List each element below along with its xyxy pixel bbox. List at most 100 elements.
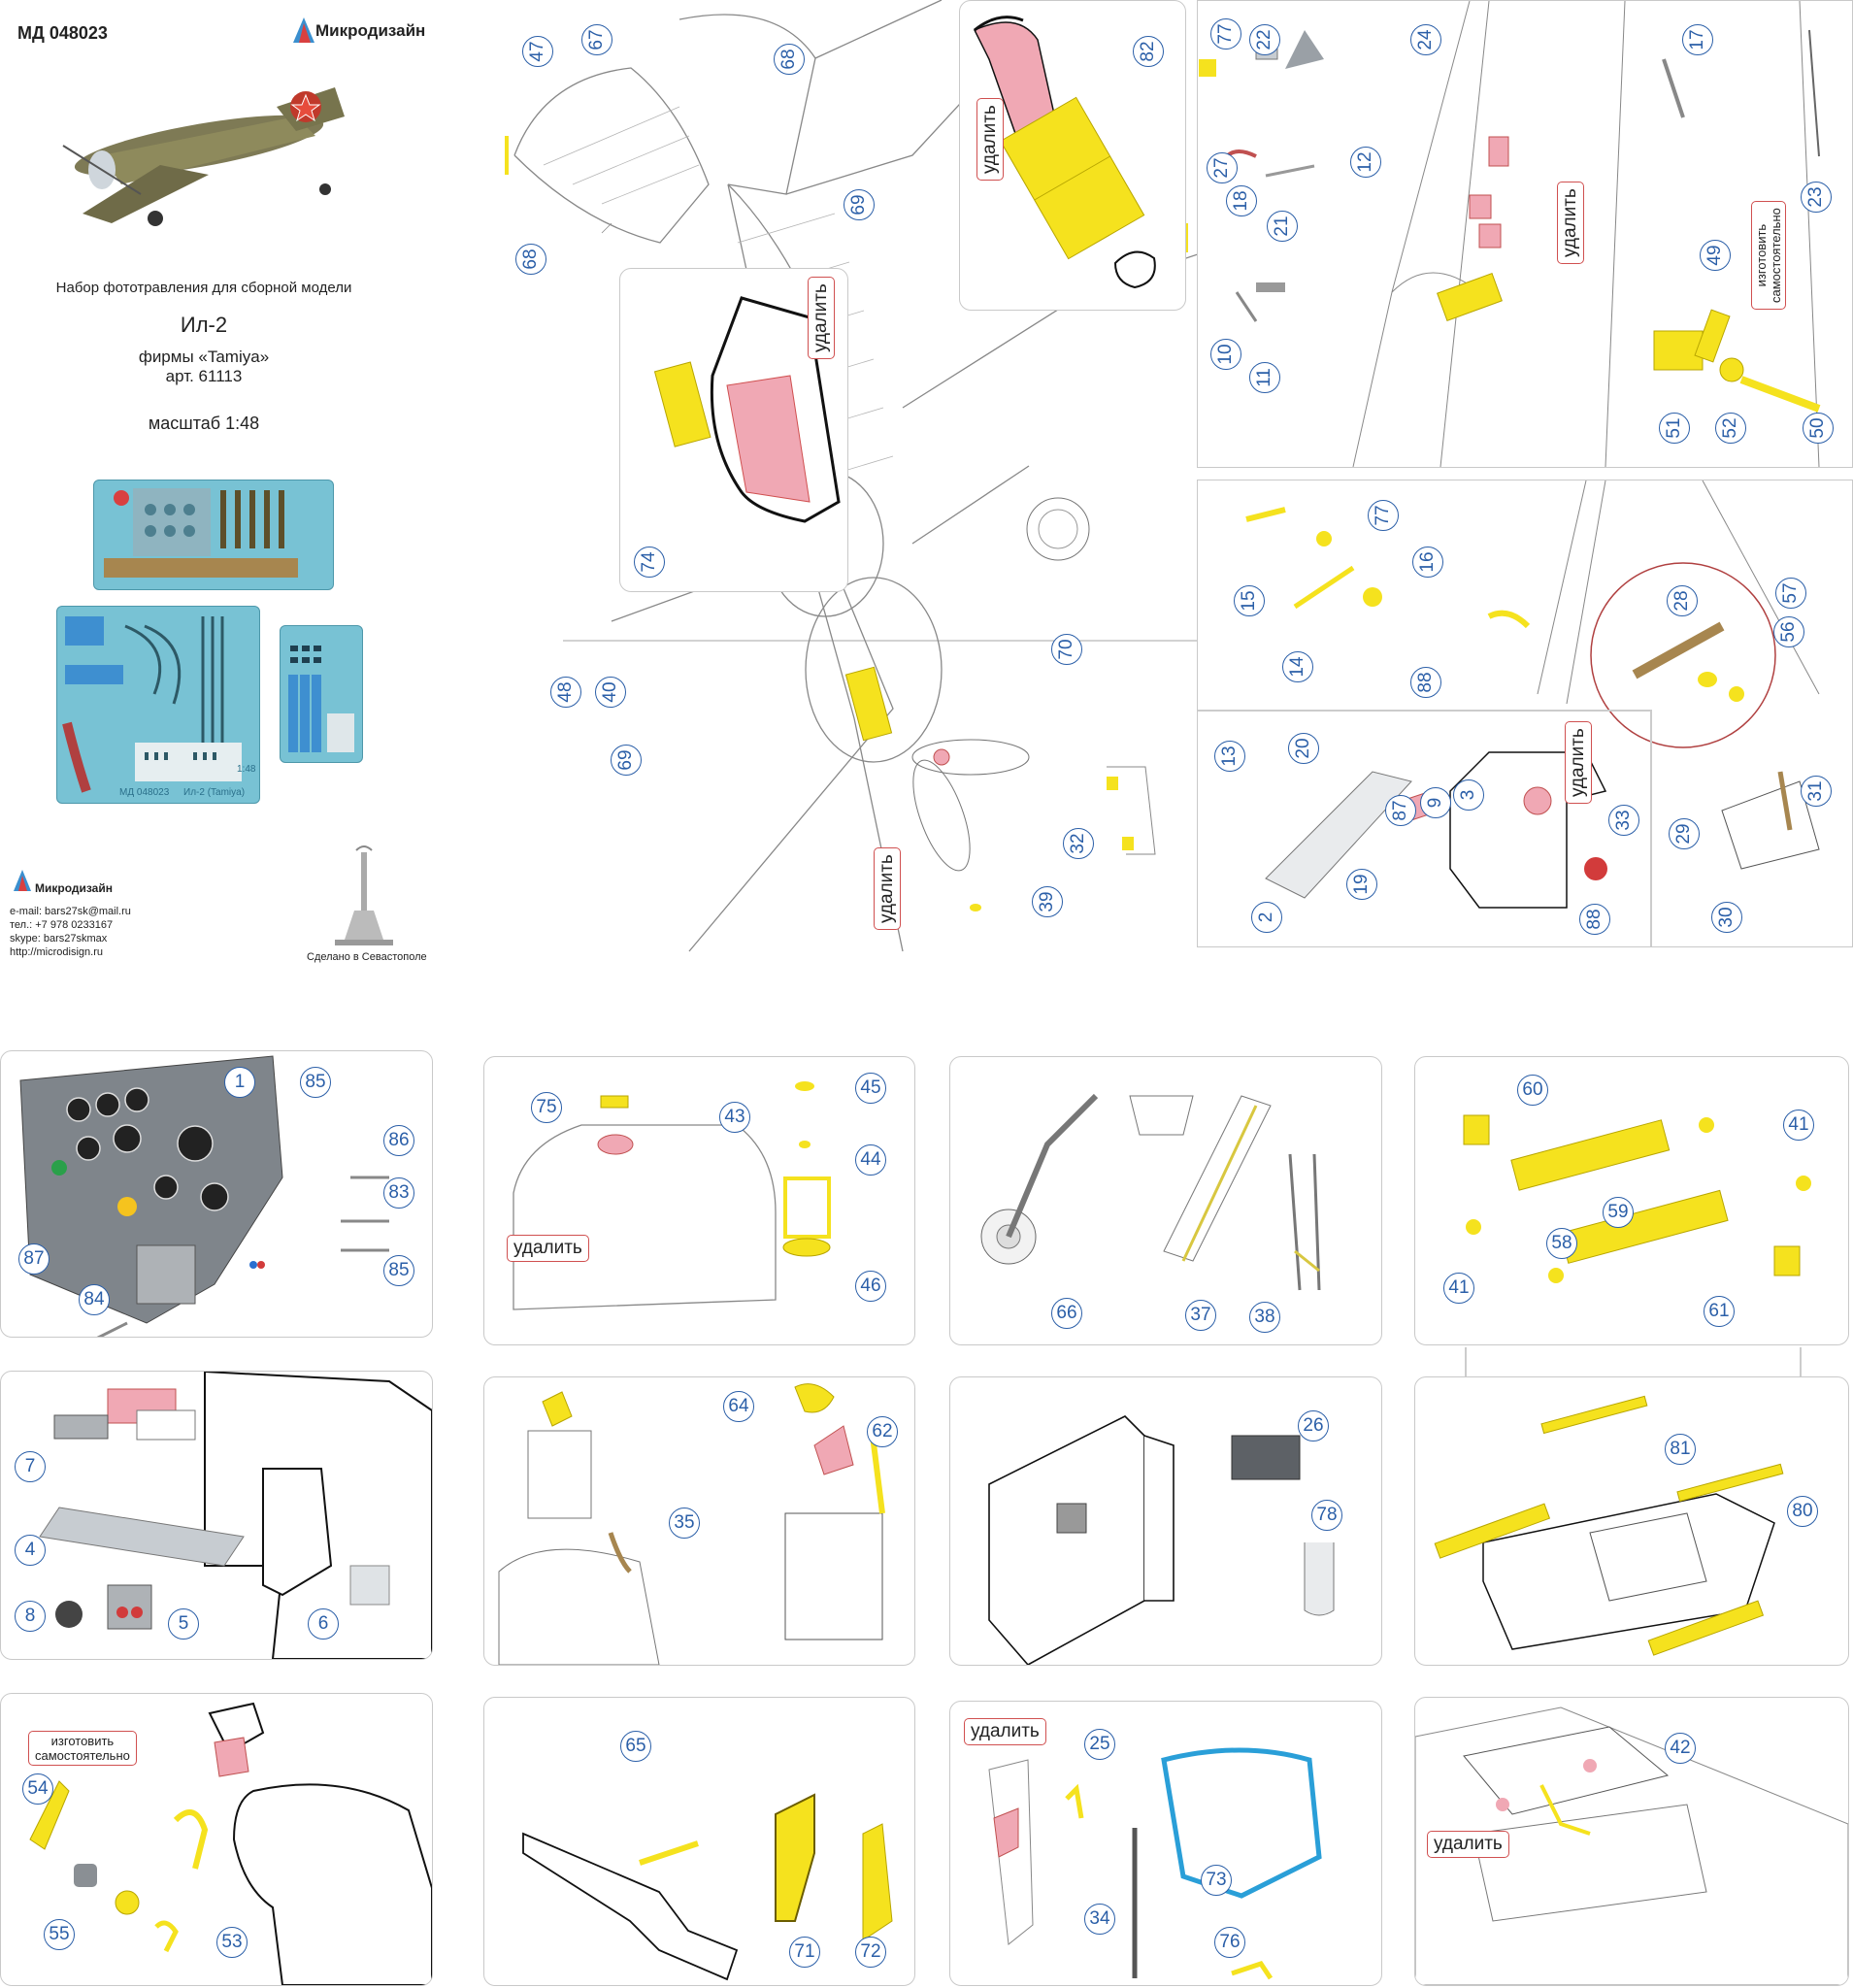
contact-skype: skype: bars27skmax [10, 933, 108, 944]
callout-cl-3: 5 [168, 1608, 199, 1640]
callout-canopy-1: 34 [1084, 1904, 1115, 1935]
contact-email[interactable]: e-mail: bars27sk@mail.ru [10, 906, 131, 917]
remove-note-fuselage: удалить [1427, 1831, 1509, 1858]
callout-canopy-3: 76 [1214, 1927, 1245, 1958]
callout-main-5: 69 [844, 189, 875, 220]
callout-cl-2: 8 [15, 1601, 46, 1632]
callout-gear-2: 38 [1249, 1302, 1280, 1333]
brand-name: Микродизайн [315, 21, 426, 40]
callout-main-8: 40 [595, 677, 626, 708]
callout-cl-0: 7 [15, 1451, 46, 1482]
callout-lr-0: 13 [1214, 741, 1245, 772]
callout-stick-0: 54 [22, 1773, 53, 1805]
callout-tr-4: 27 [1207, 152, 1238, 183]
callout-dash-2: 86 [383, 1125, 414, 1156]
callout-cl-4: 6 [308, 1608, 339, 1640]
callout-main-11: 32 [1063, 828, 1094, 859]
panel-floor-assembly [1414, 1376, 1849, 1666]
callout-main-3: 68 [515, 244, 546, 275]
contact-site[interactable]: http://microdisign.ru [10, 946, 103, 958]
callout-lr-8: 88 [1579, 904, 1610, 935]
aircraft-illustration [44, 78, 364, 233]
panel-canopy [949, 1701, 1382, 1986]
callout-main-10: 69 [611, 745, 642, 776]
callout-main-6: 74 [634, 547, 665, 578]
callout-mr-6: 57 [1775, 578, 1806, 609]
callout-lr-3: 9 [1420, 787, 1451, 818]
callout-tr-8: 23 [1801, 182, 1832, 213]
callout-mr-5: 28 [1667, 585, 1698, 616]
callout-main-2: 68 [774, 44, 805, 75]
remove-note-controls: удалить [1557, 182, 1584, 264]
callout-wall-0: 26 [1298, 1410, 1329, 1441]
callout-dash-1: 85 [300, 1067, 331, 1098]
callout-panels-0: 60 [1517, 1075, 1548, 1106]
made-in-label: Сделано в Севастополе [307, 951, 427, 963]
callout-floor-1: 80 [1787, 1496, 1818, 1527]
callout-cl-1: 4 [15, 1535, 46, 1566]
callout-tr-10: 11 [1249, 362, 1280, 393]
panel-machine-gun [483, 1697, 915, 1986]
callout-seat-1: 62 [867, 1416, 898, 1447]
callout-floor-0: 81 [1665, 1434, 1696, 1465]
callout-mr-4: 88 [1410, 667, 1441, 698]
callout-dash-4: 87 [18, 1243, 50, 1275]
callout-main-1: 67 [581, 24, 612, 55]
callout-panels-2: 59 [1603, 1197, 1634, 1228]
callout-lr-5: 33 [1608, 805, 1639, 836]
remove-note-spinner: удалить [874, 847, 901, 930]
callout-lr-7: 19 [1346, 869, 1377, 900]
callout-fuselage-0: 42 [1665, 1733, 1696, 1764]
panel-controls-middle [1197, 480, 1853, 947]
scale-label: масштаб 1:48 [148, 414, 260, 433]
callout-tr-9: 10 [1210, 339, 1241, 370]
callout-tr-3: 17 [1682, 24, 1713, 55]
callout-mr-3: 14 [1282, 651, 1313, 682]
callout-dash-5: 85 [383, 1255, 414, 1286]
callout-stick-1: 55 [44, 1919, 75, 1950]
callout-wall-1: 78 [1311, 1500, 1342, 1531]
callout-tr-14: 50 [1803, 413, 1834, 444]
callout-tr-1: 22 [1249, 24, 1280, 55]
callout-tank-2: 45 [855, 1073, 886, 1104]
callout-gun-2: 72 [855, 1937, 886, 1968]
callout-gear-1: 37 [1185, 1300, 1216, 1331]
contact-phone: тел.: +7 978 0233167 [10, 919, 114, 931]
callout-panels-5: 61 [1704, 1296, 1735, 1327]
callout-seat-0: 64 [723, 1391, 754, 1422]
fret-sheet-3 [280, 625, 363, 763]
article-number: арт. 61113 [165, 367, 243, 385]
brand-logo-small-icon [14, 870, 31, 891]
model-name: Ил-2 [180, 313, 228, 337]
product-code: МД 048023 [17, 23, 108, 43]
callout-tr-6: 21 [1267, 211, 1298, 242]
callout-tank-3: 44 [855, 1144, 886, 1176]
callout-mr-2: 16 [1412, 547, 1443, 578]
callout-tank-1: 43 [719, 1102, 750, 1133]
callout-tr-5: 18 [1226, 185, 1257, 216]
panel-cockpit-left [0, 1371, 433, 1660]
callout-tank-4: 46 [855, 1271, 886, 1302]
callout-tr-11: 49 [1700, 240, 1731, 271]
callout-tr-7: 12 [1350, 147, 1381, 178]
callout-lr-4: 3 [1453, 779, 1484, 811]
callout-dash-3: 83 [383, 1177, 414, 1209]
callout-lr-9: 31 [1801, 776, 1832, 807]
remove-note-canopy: удалить [964, 1718, 1046, 1745]
callout-panels-4: 41 [1443, 1273, 1474, 1304]
brand-logo-icon [293, 17, 314, 43]
callout-seat-2: 35 [669, 1508, 700, 1539]
panel-landing-gear [949, 1056, 1382, 1345]
remove-note-radiator: удалить [976, 98, 1004, 181]
callout-tr-0: 77 [1210, 18, 1241, 50]
callout-dash-0: 1 [224, 1067, 255, 1098]
callout-gun-0: 65 [620, 1731, 651, 1762]
callout-lr-2: 87 [1385, 795, 1416, 826]
callout-dash-6: 84 [79, 1284, 110, 1315]
callout-lr-10: 29 [1669, 818, 1700, 849]
callout-main-4: 82 [1133, 36, 1164, 67]
remove-note-armor: удалить [808, 277, 835, 359]
callout-lr-1: 20 [1288, 733, 1319, 764]
